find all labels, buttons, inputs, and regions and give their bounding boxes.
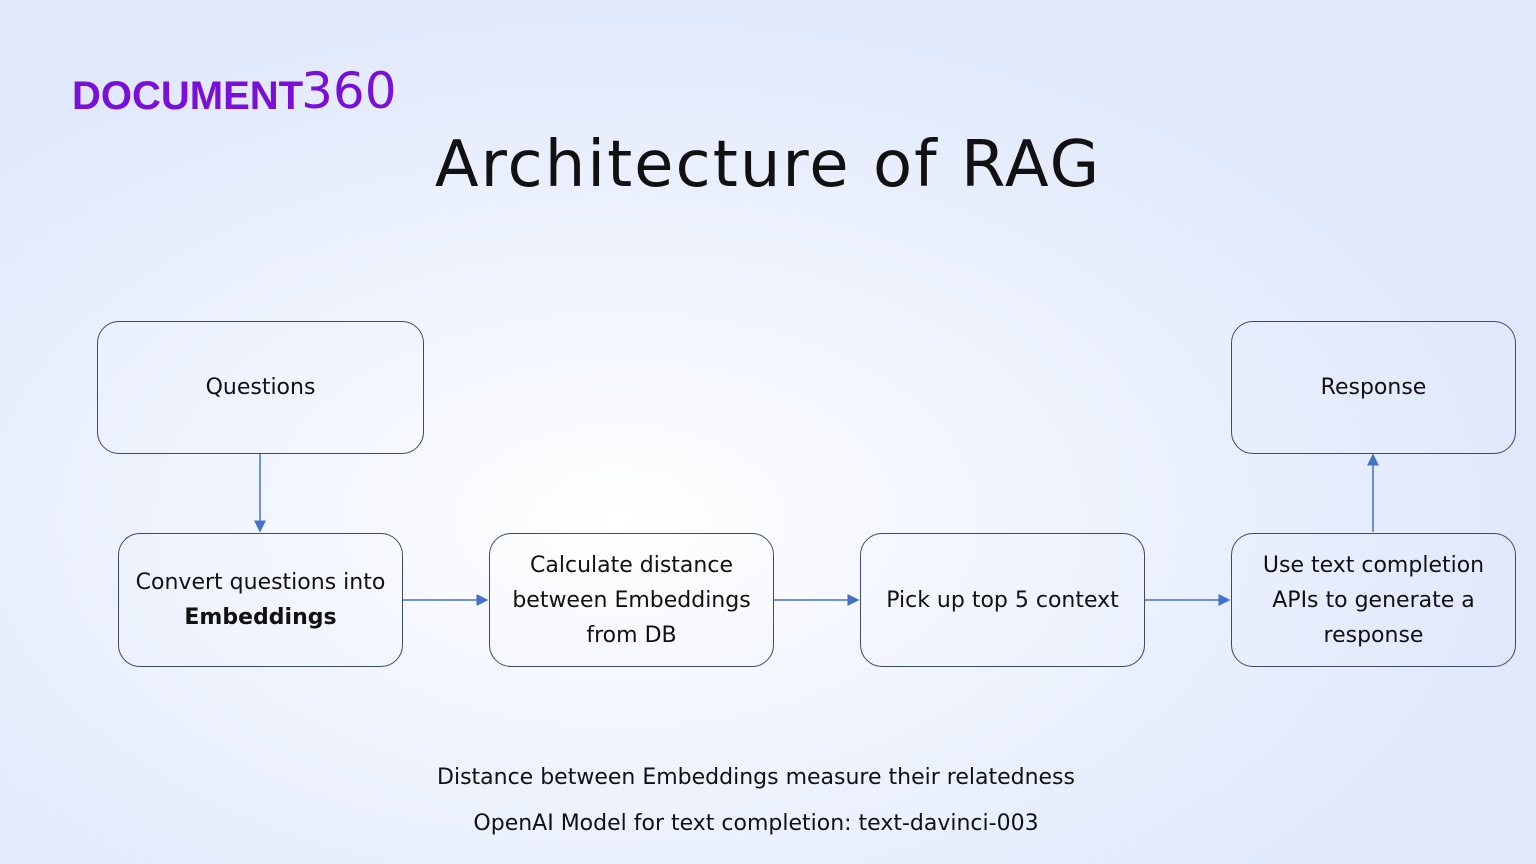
node-response: Response [1231, 321, 1516, 454]
page-title: Architecture of RAG [434, 128, 1102, 202]
node-calculate: Calculate distance between Embeddings fr… [489, 533, 774, 667]
node-calculate-label: Calculate distance between Embeddings fr… [512, 552, 751, 648]
logo-word: DOCUMENT [72, 74, 304, 118]
node-pick-label: Pick up top 5 context [886, 587, 1119, 613]
node-pick: Pick up top 5 context [860, 533, 1145, 667]
node-use-label: Use text completion APIs to generate a r… [1262, 552, 1485, 648]
note-model: OpenAI Model for text completion: text-d… [473, 811, 1039, 836]
node-questions-label: Questions [205, 375, 316, 400]
node-convert: Convert questions into Embeddings [118, 533, 403, 667]
node-convert-label: Convert questions into Embeddings [131, 565, 390, 635]
logo-number: 360 [301, 62, 397, 120]
convert-text: Convert questions into [135, 570, 386, 595]
note-distance: Distance between Embeddings measure thei… [437, 765, 1075, 790]
node-response-label: Response [1320, 375, 1427, 400]
convert-bold-text: Embeddings [184, 605, 337, 630]
node-use: Use text completion APIs to generate a r… [1231, 533, 1516, 667]
node-questions: Questions [97, 321, 424, 454]
